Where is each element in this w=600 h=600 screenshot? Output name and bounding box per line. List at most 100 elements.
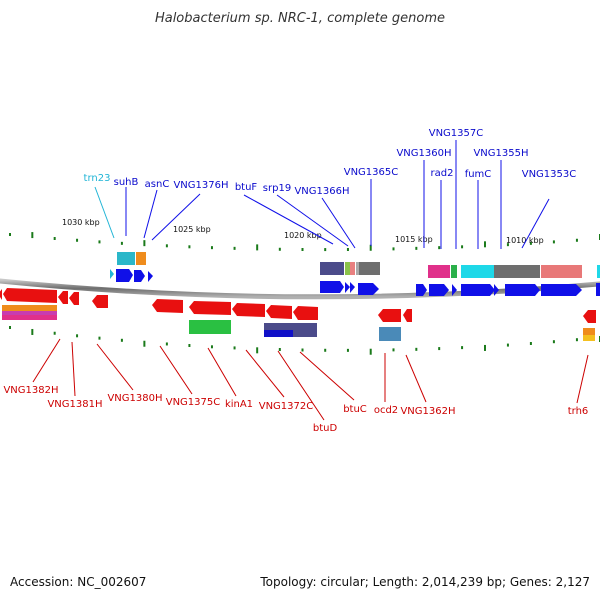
feature-block-VNG1372C-a <box>264 323 293 330</box>
forward-features <box>117 252 600 278</box>
feature-block-VNG1353C <box>541 265 582 278</box>
gene-arrow-suhB[interactable] <box>116 269 133 282</box>
leader-trn23 <box>94 186 115 239</box>
gene-label-asnC[interactable]: asnC <box>145 179 170 190</box>
gene-arrow-rad2[interactable] <box>429 284 449 296</box>
leader-VNG1380H <box>96 343 134 391</box>
reverse-features <box>2 305 595 341</box>
feature-block-VNG1382H-b <box>2 311 57 315</box>
gene-arrow-VNG1375C[interactable] <box>152 299 183 313</box>
gene-label-btuD[interactable]: btuD <box>313 423 338 434</box>
gene-arrow-btuD[interactable] <box>266 305 292 319</box>
leader-VNG1375C <box>159 345 193 395</box>
gene-label-VNG1372C[interactable]: VNG1372C <box>259 401 314 412</box>
leader-VNG1381H <box>71 341 76 397</box>
kbp-label-1020: 1020 kbp <box>284 231 322 240</box>
kbp-label-1025: 1025 kbp <box>173 225 211 234</box>
gene-arrow-VNG1382H[interactable] <box>3 288 57 303</box>
feature-block-fumC <box>461 265 494 278</box>
gene-arrow-VNG1380H[interactable] <box>92 295 108 308</box>
feature-block-offscreen <box>597 265 600 278</box>
gene-arrow-VNG1366H[interactable] <box>350 282 355 293</box>
gene-label-VNG1381H[interactable]: VNG1381H <box>47 399 102 410</box>
gene-arrow-VNG1362H[interactable] <box>403 309 412 322</box>
gene-label-fumC[interactable]: fumC <box>465 169 492 180</box>
gene-arrow-VNG1353C[interactable] <box>541 284 582 296</box>
leader-srp19 <box>276 194 349 247</box>
feature-block-gap <box>356 262 359 275</box>
leader-VNG1376H <box>151 193 201 241</box>
gene-arrow-kinA1[interactable] <box>189 301 231 315</box>
reverse-strand <box>0 288 596 323</box>
leader-VNG1353C <box>521 198 550 249</box>
kbp-label-1015: 1015 kbp <box>395 235 433 244</box>
gene-label-rad2[interactable]: rad2 <box>431 168 454 179</box>
leader-VNG1366H <box>321 197 356 249</box>
feature-block-kinA1 <box>189 320 231 334</box>
kbp-label-1010: 1010 kbp <box>506 236 544 245</box>
gene-arrow-asnC[interactable] <box>134 270 145 282</box>
feature-block-VNG1366H <box>350 262 355 275</box>
leader-VNG1372C <box>245 349 285 398</box>
gene-arrow-left-edge[interactable] <box>0 289 2 300</box>
gene-label-srp19[interactable]: srp19 <box>263 183 291 194</box>
gene-label-VNG1382H[interactable]: VNG1382H <box>3 385 58 396</box>
kbp-label-1030: 1030 kbp <box>62 218 100 227</box>
gene-arrow-VNG1355H-a[interactable] <box>494 284 499 296</box>
gene-label-suhB[interactable]: suhB <box>114 177 139 188</box>
feature-block-trh6-a <box>583 328 595 335</box>
topology-text: Topology: circular; Length: 2,014,239 bp… <box>260 575 590 589</box>
scale-ticks <box>9 232 600 355</box>
gene-arrow-trh6[interactable] <box>583 310 596 323</box>
gene-arrow-ocd2[interactable] <box>378 309 401 322</box>
gene-label-ocd2[interactable]: ocd2 <box>374 405 398 416</box>
gene-label-btuF[interactable]: btuF <box>235 182 258 193</box>
gene-arrow-srp19[interactable] <box>345 282 350 293</box>
gene-label-VNG1353C[interactable]: VNG1353C <box>522 169 577 180</box>
gene-label-VNG1355H[interactable]: VNG1355H <box>473 148 528 159</box>
gene-label-btuC[interactable]: btuC <box>343 404 367 415</box>
reverse-leader-lines <box>32 338 589 421</box>
leader-VNG1362H <box>405 354 427 403</box>
gene-arrow-VNG1360H[interactable] <box>416 284 427 296</box>
leader-btuD <box>277 350 325 421</box>
accession-text: Accession: NC_002607 <box>10 575 147 589</box>
feature-block-srp19 <box>345 262 350 275</box>
gene-label-kinA1[interactable]: kinA1 <box>225 399 253 410</box>
gene-arrow-btuF[interactable] <box>320 281 344 293</box>
gene-label-VNG1375C[interactable]: VNG1375C <box>166 397 221 408</box>
reverse-gene-labels: VNG1382H VNG1381H VNG1380H VNG1375C kinA… <box>3 385 588 434</box>
gene-arrow-VNG1376H[interactable] <box>148 271 153 282</box>
gene-label-VNG1376H[interactable]: VNG1376H <box>173 180 228 191</box>
gene-arrow-VNG1357C[interactable] <box>452 284 457 296</box>
feature-block-btuD <box>293 323 317 337</box>
gene-label-VNG1365C[interactable]: VNG1365C <box>344 167 399 178</box>
gene-label-trn23[interactable]: trn23 <box>84 173 111 184</box>
gene-label-VNG1357C[interactable]: VNG1357C <box>429 128 484 139</box>
gene-label-VNG1360H[interactable]: VNG1360H <box>396 148 451 159</box>
gene-arrow-VNG1381H-b[interactable] <box>69 292 79 305</box>
gene-arrow-btuC[interactable] <box>293 306 318 320</box>
gene-label-VNG1362H[interactable]: VNG1362H <box>400 406 455 417</box>
gene-arrow-trn23[interactable] <box>110 269 114 279</box>
feature-block-VNG1365C <box>359 262 380 275</box>
leader-trh6 <box>576 354 589 404</box>
forward-leader-lines <box>94 140 550 249</box>
gene-label-trh6[interactable]: trh6 <box>568 406 589 417</box>
gene-arrow-offscreen[interactable] <box>596 283 600 296</box>
leader-btuF <box>243 194 334 245</box>
gene-arrow-fumC[interactable] <box>461 284 495 296</box>
gene-label-VNG1366H[interactable]: VNG1366H <box>294 186 349 197</box>
gene-arrow-VNG1372C[interactable] <box>232 303 265 317</box>
leader-VNG1382H <box>32 338 61 383</box>
gene-arrow-VNG1355H[interactable] <box>505 284 540 296</box>
gene-arrow-VNG1381H[interactable] <box>58 291 68 304</box>
feature-block-VNG1357C <box>451 265 457 278</box>
feature-block-VNG1382H-a <box>2 305 57 311</box>
leader-asnC <box>143 189 158 239</box>
gene-arrow-VNG1365C[interactable] <box>358 283 379 295</box>
gene-label-VNG1380H[interactable]: VNG1380H <box>107 393 162 404</box>
feature-block-suhB <box>117 252 135 265</box>
